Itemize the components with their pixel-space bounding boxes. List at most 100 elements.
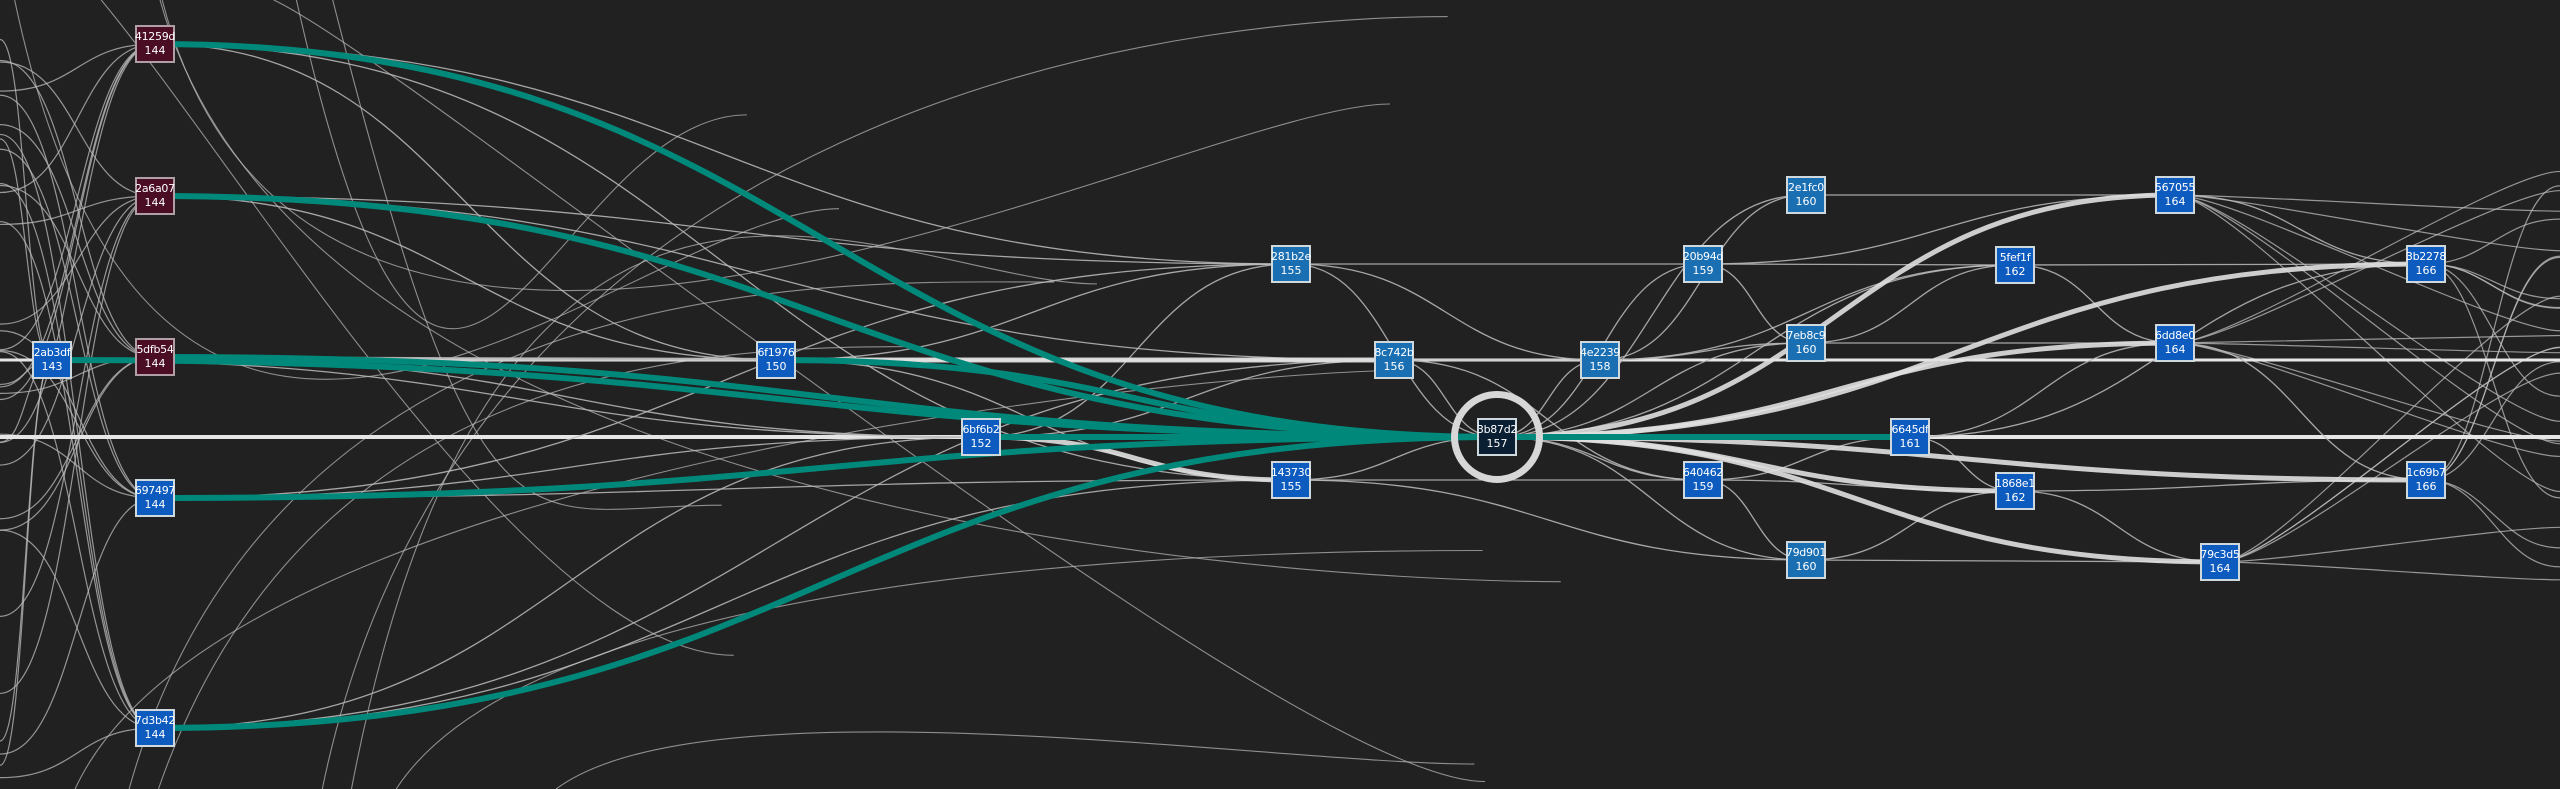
graph-edge xyxy=(980,263,1292,438)
graph-edge xyxy=(154,479,1292,729)
commit-hash: 2ab3df xyxy=(33,346,71,360)
graph-edge-offscreen xyxy=(0,349,156,499)
graph-edge xyxy=(1599,264,2016,361)
graph-edge xyxy=(154,263,1292,499)
commit-number: 144 xyxy=(144,196,166,209)
commit-hash: 281b2e xyxy=(1271,250,1311,264)
graph-edge-offscreen xyxy=(2219,346,2560,563)
graph-edge-offscreen xyxy=(0,195,156,325)
graph-edge-offscreen xyxy=(2425,263,2560,309)
graph-edge-offscreen xyxy=(0,148,156,499)
graph-edge-offscreen xyxy=(0,195,156,466)
graph-edge-offscreen xyxy=(128,281,1055,789)
commit-number: 144 xyxy=(144,44,166,57)
graph-edge-heavy xyxy=(1496,192,2176,440)
commit-number: 160 xyxy=(1795,560,1817,573)
graph-edge-offscreen xyxy=(100,0,734,656)
highlighted-edge xyxy=(51,357,1498,440)
graph-edge xyxy=(2014,490,2221,563)
graph-edge xyxy=(1393,359,1704,481)
graph-edge-offscreen xyxy=(2174,194,2560,493)
highlighted-edge xyxy=(154,41,1498,440)
graph-edge-offscreen xyxy=(0,529,156,729)
graph-edge xyxy=(154,436,982,729)
graph-edge-offscreen xyxy=(2219,561,2560,581)
commit-hash: 79c3d5 xyxy=(2200,548,2240,562)
graph-edge xyxy=(2174,194,2427,265)
graph-edge-offscreen xyxy=(395,549,1483,789)
commit-hash: 6645df xyxy=(1891,423,1929,437)
commit-number: 162 xyxy=(2004,491,2026,504)
graph-edge-offscreen xyxy=(2425,479,2560,568)
graph-edge-heavy xyxy=(1496,261,2427,440)
graph-edge xyxy=(154,195,1292,265)
graph-edge-offscreen xyxy=(0,43,156,194)
highlighted-edge xyxy=(154,434,1498,731)
commit-number: 144 xyxy=(144,357,166,370)
commit-hash: 2e1fc0 xyxy=(1788,181,1824,195)
graph-edge xyxy=(154,359,1395,729)
commit-number: 158 xyxy=(1589,360,1611,373)
commit-number: 143 xyxy=(41,360,63,373)
graph-edge xyxy=(154,43,777,361)
graph-edge-offscreen xyxy=(0,497,156,755)
graph-edge-offscreen xyxy=(0,195,156,618)
commit-hash: 1c69b7 xyxy=(2406,466,2446,480)
graph-edge-offscreen xyxy=(0,124,156,358)
commit-number: 164 xyxy=(2164,195,2186,208)
graph-edge-offscreen xyxy=(332,0,722,510)
commit-hash: 3b87d2 xyxy=(1476,423,1518,437)
graph-edge-offscreen xyxy=(2174,342,2560,442)
graph-edge-offscreen xyxy=(0,220,156,729)
graph-edge-offscreen xyxy=(0,359,53,766)
graph-edge-offscreen xyxy=(0,184,156,358)
graph-edge-heavy xyxy=(1496,340,2176,440)
commit-number: 156 xyxy=(1383,360,1405,373)
commit-number: 159 xyxy=(1692,480,1714,493)
commit-number: 157 xyxy=(1486,437,1508,450)
graph-edge-offscreen xyxy=(0,43,156,92)
graph-edge-heavy xyxy=(1496,434,2221,565)
graph-edge-offscreen xyxy=(2425,263,2560,499)
graph-edge-offscreen xyxy=(2174,194,2560,445)
graph-edge xyxy=(980,359,1395,438)
commit-number: 160 xyxy=(1795,195,1817,208)
graph-edge-offscreen xyxy=(0,330,156,499)
graph-edge xyxy=(1290,263,1601,361)
graph-edge-offscreen xyxy=(2425,218,2560,265)
graph-edge-offscreen xyxy=(2425,361,2560,481)
commit-hash: 20b94d xyxy=(1682,250,1724,264)
graph-edge-offscreen xyxy=(2174,342,2560,354)
commit-hash: 79d901 xyxy=(1785,546,1827,560)
graph-edge-offscreen xyxy=(0,94,156,499)
commit-hash: 5dfb54 xyxy=(136,343,174,357)
graph-edge-offscreen xyxy=(0,182,156,729)
